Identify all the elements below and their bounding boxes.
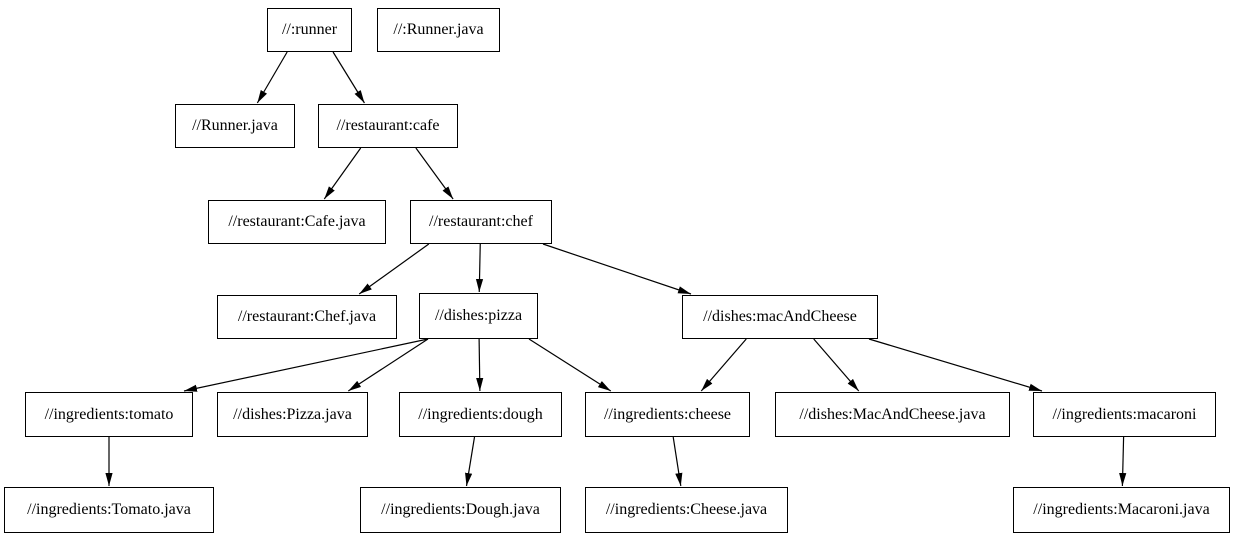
- graph-node-runner-java: //Runner.java: [175, 104, 295, 148]
- edge-runner--runner-java: [256, 51, 288, 104]
- edge-chef--chef-java: [358, 243, 430, 295]
- graph-node-dough-java: //ingredients:Dough.java: [360, 487, 561, 533]
- edge-mac-and-cheese--cheese: [700, 338, 747, 392]
- graph-node-label: //restaurant:chef: [429, 213, 533, 230]
- graph-node-mac-and-cheese-java: //dishes:MacAndCheese.java: [775, 392, 1010, 437]
- graph-node-cheese: //ingredients:cheese: [585, 392, 750, 437]
- graph-node-runner: //:runner: [267, 8, 352, 52]
- graph-node-runner-java-root: //:Runner.java: [377, 8, 500, 52]
- graph-node-label: //restaurant:Chef.java: [237, 308, 377, 325]
- edge-dough--dough-java: [465, 436, 476, 487]
- graph-node-cafe: //restaurant:cafe: [318, 104, 458, 148]
- graph-node-label: //restaurant:cafe: [336, 117, 440, 134]
- edge-cafe--cafe-java: [323, 147, 362, 200]
- graph-node-label: //dishes:macAndCheese: [703, 308, 857, 325]
- graph-node-label: //ingredients:Dough.java: [381, 501, 540, 518]
- edge-runner--cafe: [332, 51, 365, 104]
- graph-node-tomato-java: //ingredients:Tomato.java: [4, 487, 214, 533]
- graph-node-label: //dishes:MacAndCheese.java: [799, 405, 986, 423]
- graph-node-label: //ingredients:cheese: [603, 405, 732, 423]
- graph-node-label: //ingredients:tomato: [44, 405, 174, 423]
- graph-node-label: //ingredients:Macaroni.java: [1033, 501, 1210, 518]
- graph-node-cafe-java: //restaurant:Cafe.java: [208, 200, 386, 244]
- graph-node-label: //:Runner.java: [393, 21, 484, 38]
- graph-node-label: //dishes:Pizza.java: [233, 405, 352, 423]
- edge-chef--mac-and-cheese: [542, 243, 692, 295]
- graph-node-label: //Runner.java: [192, 117, 278, 134]
- edge-pizza--cheese: [528, 338, 612, 392]
- graph-node-macaroni-java: //ingredients:Macaroni.java: [1013, 487, 1230, 533]
- edge-macaroni--macaroni-java: [1119, 436, 1127, 487]
- graph-node-pizza: //dishes:pizza: [419, 293, 538, 339]
- graph-node-chef-java: //restaurant:Chef.java: [217, 295, 397, 339]
- graph-node-chef: //restaurant:chef: [410, 200, 552, 244]
- graph-node-label: //restaurant:Cafe.java: [228, 213, 366, 230]
- graph-node-dough: //ingredients:dough: [399, 392, 562, 437]
- graph-node-label: //ingredients:dough: [418, 405, 543, 423]
- graph-node-tomato: //ingredients:tomato: [25, 392, 193, 437]
- graph-node-label: //:runner: [281, 21, 338, 38]
- graph-node-cheese-java: //ingredients:Cheese.java: [585, 487, 788, 533]
- edge-pizza--dough: [476, 338, 484, 392]
- graph-node-label: //ingredients:macaroni: [1052, 405, 1197, 423]
- edge-mac-and-cheese--mac-and-cheese-java: [813, 338, 860, 392]
- edge-cafe--chef: [415, 147, 454, 200]
- edge-pizza--tomato: [183, 338, 429, 392]
- edge-cheese--cheese-java: [672, 436, 683, 487]
- graph-node-label: //dishes:pizza: [434, 307, 523, 324]
- graph-node-mac-and-cheese: //dishes:macAndCheese: [682, 295, 878, 339]
- edge-chef--pizza: [475, 243, 484, 293]
- edge-mac-and-cheese--macaroni: [868, 338, 1043, 392]
- graph-node-label: //ingredients:Cheese.java: [605, 501, 768, 518]
- graph-node-macaroni: //ingredients:macaroni: [1033, 392, 1216, 437]
- graph-node-label: //ingredients:Tomato.java: [27, 501, 191, 518]
- edge-pizza--pizza-java: [347, 338, 429, 392]
- graph-node-pizza-java: //dishes:Pizza.java: [217, 392, 368, 437]
